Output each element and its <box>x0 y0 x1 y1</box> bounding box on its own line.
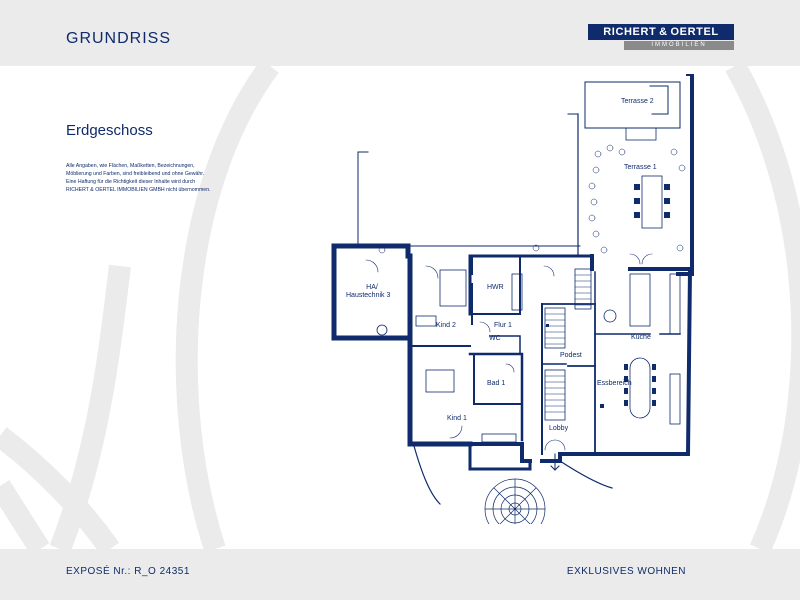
disclaimer-line: Eine Haftung für die Richtigkeit dieser … <box>66 179 196 185</box>
room-label-wc: WC <box>489 335 501 342</box>
room-label-bad-1: Bad 1 <box>487 380 506 387</box>
header-band: GRUNDRISS RICHERT & OERTEL IMMOBILIEN <box>0 0 800 66</box>
room-label-essbereich: Essbereich <box>597 380 632 387</box>
room-label-flur-1: Flur 1 <box>494 322 512 329</box>
disclaimer-line: Möblierung und Farben, sind freibleibend… <box>66 171 205 177</box>
disclaimer-line: Alle Angaben, wie Flächen, Maßketten, Be… <box>66 163 195 169</box>
expose-number: EXPOSÉ Nr.: R_O 24351 <box>66 566 190 577</box>
floor-plan: Terrasse 2 Terrasse 1 HA/ Haustechnik 3 … <box>330 72 710 540</box>
room-label-hwr: HWR <box>487 284 504 291</box>
room-label-lobby: Lobby <box>549 425 569 432</box>
background-decoration <box>0 66 800 549</box>
room-label-haustechnik: HA/ <box>352 284 392 291</box>
room-label-kind-2: Kind 2 <box>436 322 456 329</box>
room-label-haustechnik-line2: Haustechnik 3 <box>346 292 391 299</box>
room-label-podest: Podest <box>560 352 582 359</box>
footer-band: EXPOSÉ Nr.: R_O 24351 EXKLUSIVES WOHNEN <box>0 549 800 600</box>
room-label-haustechnik-line1: HA/ <box>366 284 378 291</box>
room-label-terrasse-2: Terrasse 2 <box>621 98 654 105</box>
company-logo[interactable]: RICHERT & OERTEL IMMOBILIEN <box>588 24 734 50</box>
room-label-kind-1: Kind 1 <box>447 415 467 422</box>
floor-title: Erdgeschoss <box>66 122 153 139</box>
disclaimer-line: RICHERT & OERTEL IMMOBILIEN GMBH nicht ü… <box>66 187 211 193</box>
disclaimer-text: Alle Angaben, wie Flächen, Maßketten, Be… <box>66 162 246 194</box>
room-label-kueche: Küche <box>631 334 651 341</box>
footer-tagline: EXKLUSIVES WOHNEN <box>566 566 686 577</box>
room-label-terrasse-1: Terrasse 1 <box>624 164 657 171</box>
page-title: GRUNDRISS <box>66 30 172 47</box>
floor-plan-drawing <box>331 72 694 540</box>
logo-subline: IMMOBILIEN <box>624 41 734 50</box>
logo-wordmark: RICHERT & OERTEL <box>588 24 734 40</box>
